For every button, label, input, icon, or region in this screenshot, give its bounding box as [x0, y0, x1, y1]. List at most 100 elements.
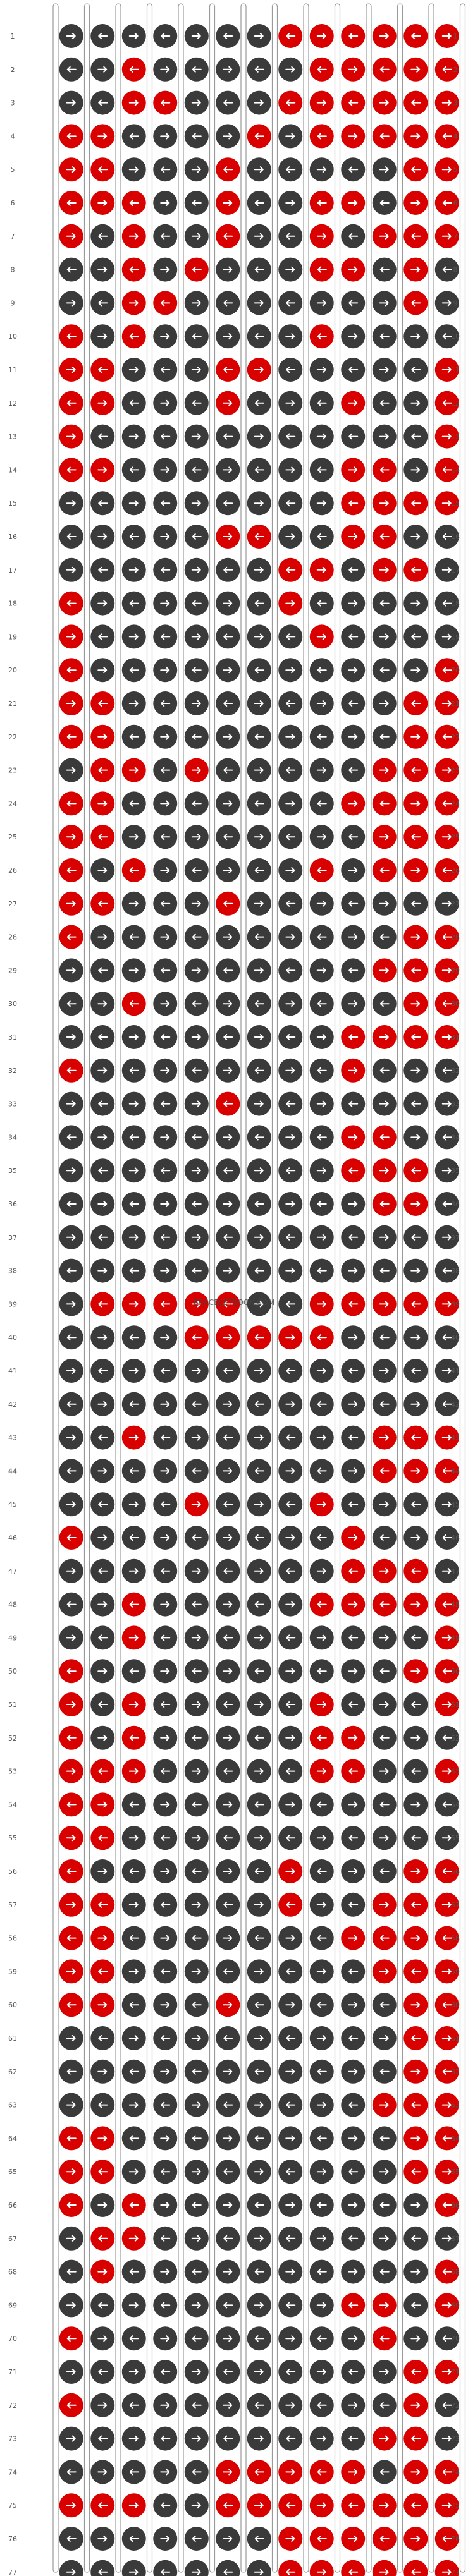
row-number-right: 77: [451, 2568, 460, 2576]
knot-r20-c8: [278, 658, 303, 683]
knot-r20-c6: [216, 658, 240, 683]
knot-r42-c8: [278, 1392, 303, 1416]
knot-r40-c7: [247, 1325, 271, 1350]
knot-r40-c13: [434, 1325, 459, 1350]
knot-r5-c5: [184, 157, 209, 182]
knot-r19-c13: [434, 624, 459, 649]
row-number-right: 44: [451, 1467, 460, 1475]
knot-r53-c5: [184, 1759, 209, 1783]
knot-r41-c9: [309, 1359, 334, 1383]
knot-r26-c5: [184, 858, 209, 882]
knot-r74-c12: [403, 2460, 428, 2484]
knot-r68-c11: [372, 2259, 397, 2284]
row-number-left: 30: [8, 1000, 17, 1008]
knot-r2-c11: [372, 57, 397, 82]
knot-r1-c11: [372, 24, 397, 48]
row-number-right: 19: [451, 633, 460, 641]
knot-r52-c4: [153, 1725, 178, 1750]
knot-r10-c13: [434, 324, 459, 349]
knot-r48-c9: [309, 1592, 334, 1617]
knot-r35-c4: [153, 1158, 178, 1183]
knot-r45-c8: [278, 1492, 303, 1517]
knot-r11-c8: [278, 358, 303, 382]
knot-r47-c9: [309, 1558, 334, 1583]
knot-r22-c12: [403, 724, 428, 749]
knot-r77-c11: [372, 2560, 397, 2576]
knot-r2-c4: [153, 57, 178, 82]
knot-r35-c8: [278, 1158, 303, 1183]
knot-r52-c3: [121, 1725, 146, 1750]
knot-r72-c6: [216, 2393, 240, 2417]
knot-r54-c5: [184, 1792, 209, 1817]
knot-r71-c6: [216, 2360, 240, 2384]
knot-r70-c3: [121, 2326, 146, 2351]
knot-r49-c3: [121, 1625, 146, 1650]
knot-r54-c12: [403, 1792, 428, 1817]
knot-r27-c10: [341, 891, 366, 916]
knot-r36-c3: [121, 1192, 146, 1216]
knot-r74-c2: [90, 2460, 115, 2484]
knot-r38-c2: [90, 1258, 115, 1283]
knot-r30-c9: [309, 992, 334, 1016]
knot-r23-c5: [184, 758, 209, 782]
knot-r41-c11: [372, 1359, 397, 1383]
knot-r36-c13: [434, 1192, 459, 1216]
knot-r45-c4: [153, 1492, 178, 1517]
knot-r48-c4: [153, 1592, 178, 1617]
knot-r66-c9: [309, 2193, 334, 2217]
knot-r77-c7: [247, 2560, 271, 2576]
row-number-right: 25: [451, 833, 460, 841]
knot-r16-c8: [278, 525, 303, 549]
knot-r43-c3: [121, 1425, 146, 1450]
knot-r68-c10: [341, 2259, 366, 2284]
knot-r16-c11: [372, 525, 397, 549]
knot-r42-c13: [434, 1392, 459, 1416]
knot-r3-c6: [216, 90, 240, 115]
knot-r8-c4: [153, 257, 178, 282]
knot-r15-c8: [278, 491, 303, 516]
knot-r41-c2: [90, 1359, 115, 1383]
strand-9: [303, 3, 309, 2573]
knot-r65-c6: [216, 2160, 240, 2184]
knot-r17-c1: [59, 557, 83, 582]
knot-r46-c4: [153, 1526, 178, 1550]
row-number-right: 76: [451, 2535, 460, 2543]
knot-r13-c6: [216, 424, 240, 449]
knot-r61-c8: [278, 2026, 303, 2050]
knot-r16-c13: [434, 525, 459, 549]
knot-r53-c2: [90, 1759, 115, 1783]
knot-r31-c4: [153, 1025, 178, 1049]
knot-r14-c1: [59, 458, 83, 482]
knot-r49-c13: [434, 1625, 459, 1650]
knot-r66-c6: [216, 2193, 240, 2217]
knot-r39-c3: [121, 1292, 146, 1316]
knot-r6-c5: [184, 191, 209, 215]
knot-r19-c9: [309, 624, 334, 649]
knot-r11-c4: [153, 358, 178, 382]
knot-r25-c9: [309, 825, 334, 849]
knot-r10-c12: [403, 324, 428, 349]
knot-r46-c10: [341, 1526, 366, 1550]
knot-r22-c2: [90, 724, 115, 749]
knot-r42-c7: [247, 1392, 271, 1416]
knot-r42-c9: [309, 1392, 334, 1416]
knot-r71-c5: [184, 2360, 209, 2384]
knot-r47-c3: [121, 1558, 146, 1583]
knot-r16-c3: [121, 525, 146, 549]
knot-r62-c6: [216, 2059, 240, 2084]
knot-r74-c1: [59, 2460, 83, 2484]
knot-r50-c13: [434, 1659, 459, 1684]
knot-r24-c8: [278, 791, 303, 816]
knot-r56-c11: [372, 1859, 397, 1883]
knot-r60-c4: [153, 1993, 178, 2017]
knot-r5-c7: [247, 157, 271, 182]
knot-r12-c5: [184, 391, 209, 415]
knot-r67-c11: [372, 2226, 397, 2251]
knot-r61-c4: [153, 2026, 178, 2050]
knot-r75-c9: [309, 2493, 334, 2518]
knot-r58-c1: [59, 1926, 83, 1950]
knot-r18-c7: [247, 591, 271, 616]
knot-r11-c13: [434, 358, 459, 382]
knot-r20-c7: [247, 658, 271, 683]
knot-r45-c11: [372, 1492, 397, 1517]
